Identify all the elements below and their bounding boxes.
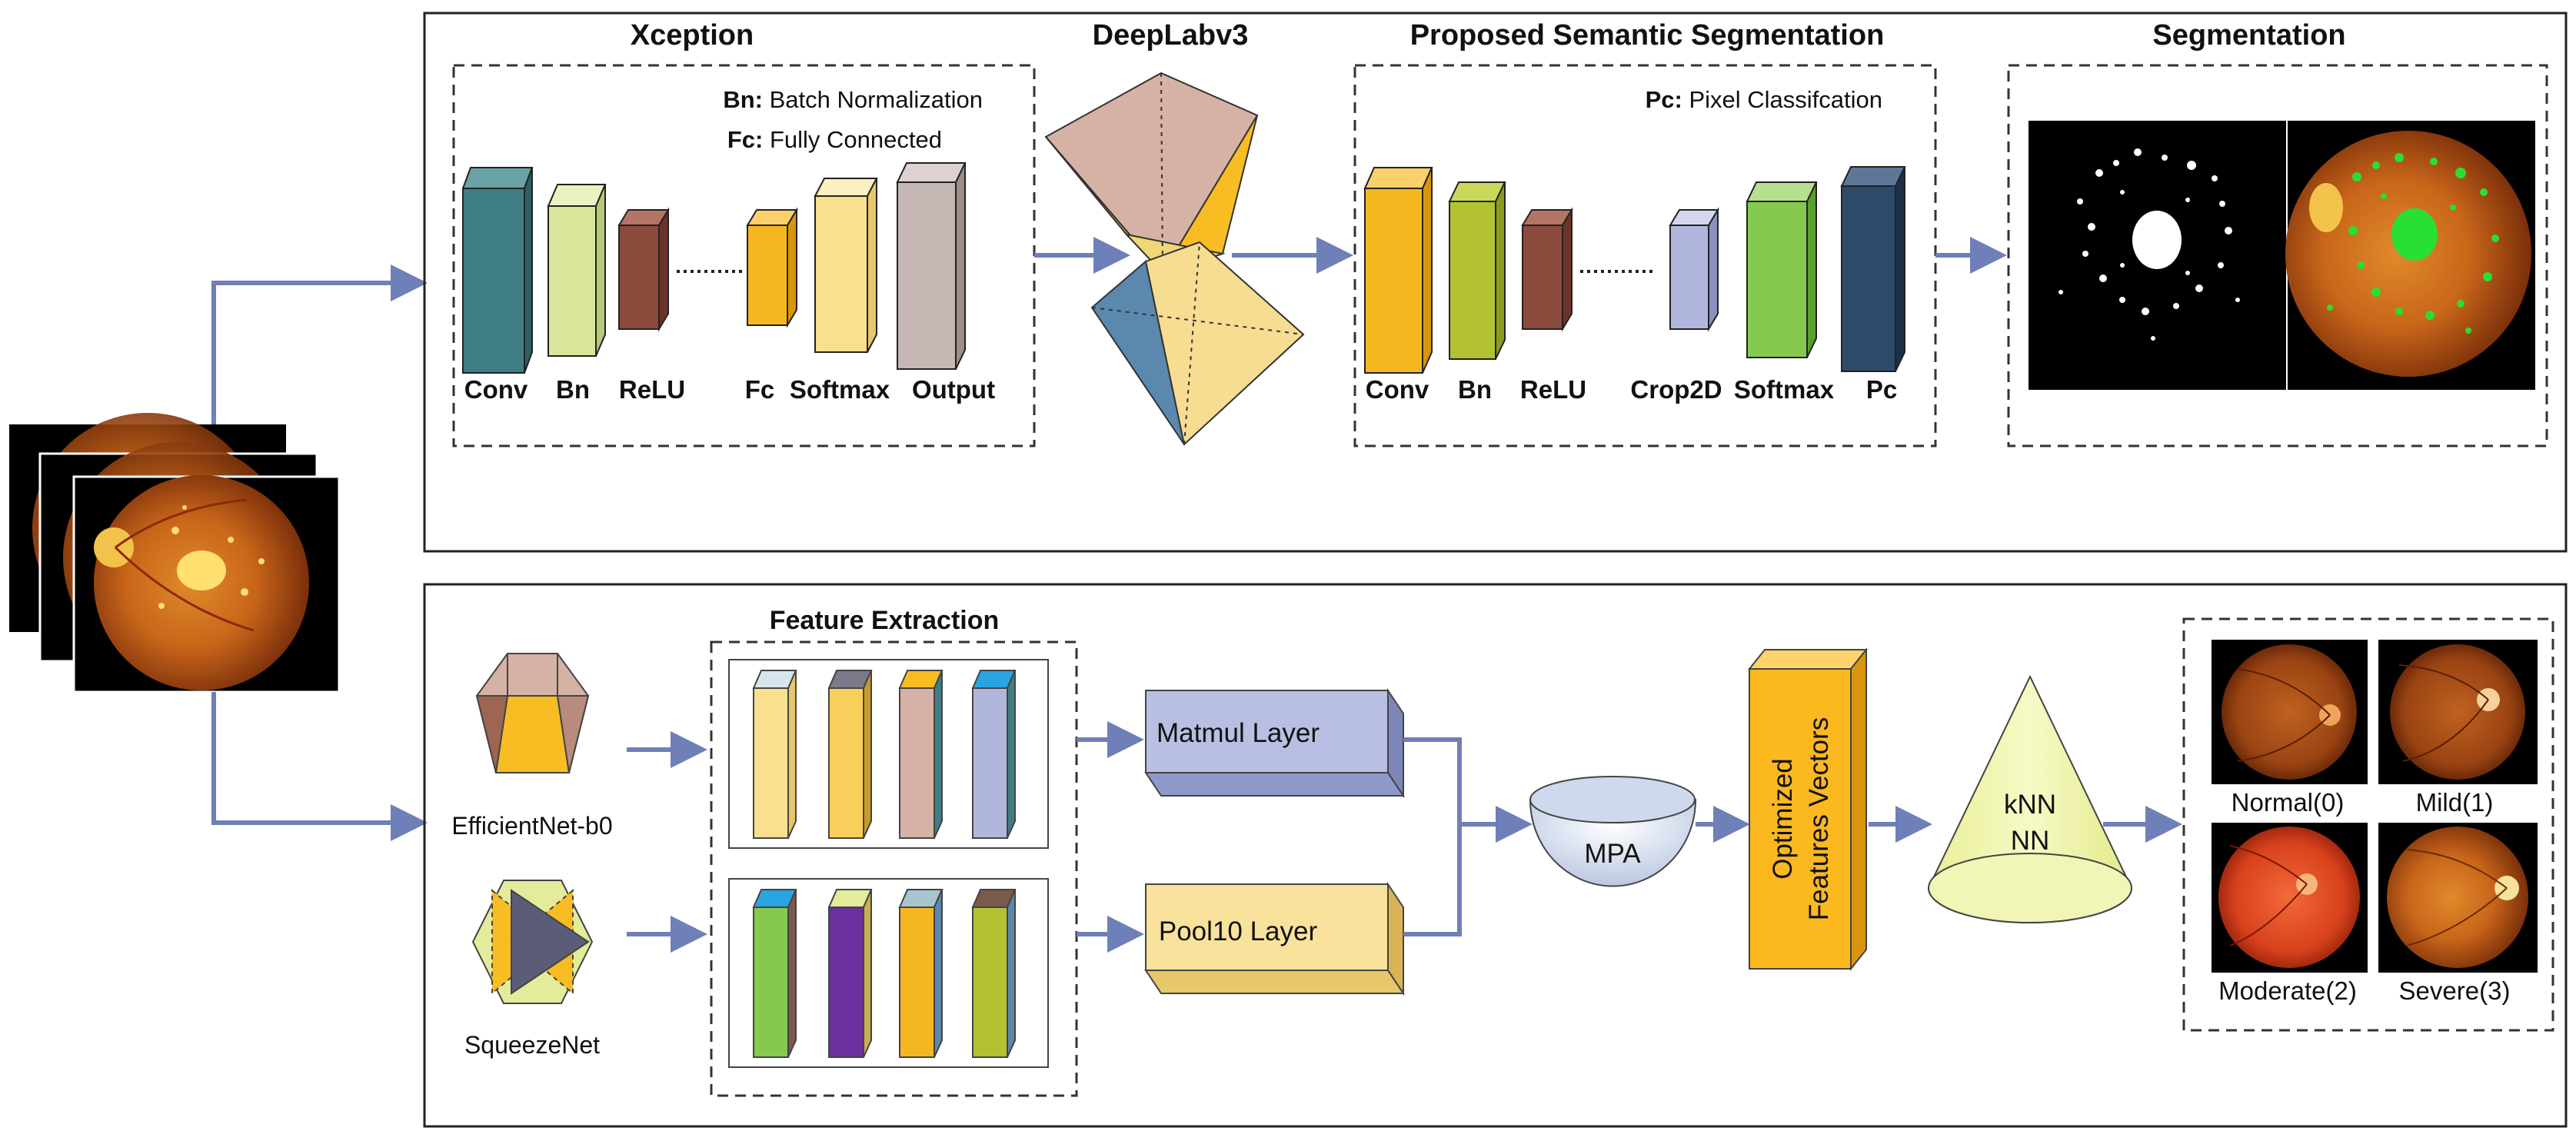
proposed-title: Proposed Semantic Segmentation xyxy=(1410,19,1885,52)
feature-extraction-title: Feature Extraction xyxy=(770,606,1000,635)
xception-layer-fc: Fc xyxy=(745,375,775,404)
proposed-layer-pc: Pc xyxy=(1866,375,1897,404)
classifier-label-nn: NN xyxy=(2011,826,2050,856)
matmul-layer-label: Matmul Layer xyxy=(1157,718,1320,748)
proposed-legend-abbr: Pc: xyxy=(1646,86,1682,113)
squeezenet-shape: SqueezeNet xyxy=(464,880,600,1059)
deeplab-block: DeepLabv3 xyxy=(1044,19,1305,446)
xception-layer-output: Output xyxy=(912,375,995,404)
proposed-layer-bn: Bn xyxy=(1458,375,1492,404)
efficientnet-shape: EfficientNet-b0 xyxy=(451,653,613,840)
optimized-features-line-2: Features Vectors xyxy=(1804,717,1834,921)
connector-merge xyxy=(1403,737,1462,936)
input-fundus-stack xyxy=(9,413,341,694)
efficientnet-label: EfficientNet-b0 xyxy=(451,812,612,840)
xception-layer-softmax: Softmax xyxy=(790,375,890,404)
xception-legend-text-2: Fully Connected xyxy=(770,126,942,153)
svg-text:Pc: Pixel Classifcation: Pc: Pixel Classifcation xyxy=(1646,86,1882,113)
proposed-legend-text: Pixel Classifcation xyxy=(1689,86,1882,113)
xception-layer-conv: Conv xyxy=(464,375,528,404)
pool10-layer-box: Pool10 Layer xyxy=(1144,881,1405,996)
mpa-bowl: MPA xyxy=(1529,776,1697,887)
xception-title: Xception xyxy=(631,19,754,52)
optimized-features-line-1: Optimized xyxy=(1768,758,1798,880)
bottom-panel xyxy=(423,583,2568,1128)
classifier-label-knn: kNN xyxy=(2004,790,2056,820)
matmul-layer-box: Matmul Layer xyxy=(1144,687,1405,799)
xception-layer-relu: ReLU xyxy=(619,375,685,404)
proposed-segmentation-block: Proposed Semantic Segmentation Pc: Pixel… xyxy=(1353,19,1937,447)
class-label-mild: Mild(1) xyxy=(2416,788,2494,817)
feature-extraction-block: Feature Extraction xyxy=(710,606,1078,1097)
class-label-moderate: Moderate(2) xyxy=(2218,976,2357,1005)
squeezenet-label: SqueezeNet xyxy=(464,1031,600,1059)
input-connectors xyxy=(211,264,428,841)
xception-legend-abbr-1: Bn: xyxy=(723,86,763,113)
svg-text:Fc: Fully Connected: Fc: Fully Connected xyxy=(727,126,942,153)
xception-layer-bn: Bn xyxy=(556,375,590,404)
pool10-layer-label: Pool10 Layer xyxy=(1159,916,1318,946)
proposed-layer-relu: ReLU xyxy=(1520,375,1586,404)
top-panel xyxy=(423,12,2568,553)
svg-text:Bn: Batch Normalization: Bn: Batch Normalization xyxy=(723,86,983,113)
xception-legend-abbr-2: Fc: xyxy=(727,126,764,153)
classifier-cone: kNN NN xyxy=(1927,674,2133,923)
xception-block: Xception Bn: Batch Normalization Fc: Ful… xyxy=(452,19,1036,447)
output-classes-block: Normal(0) Mild(1) Moderate(2) Severe(3) xyxy=(2182,617,2554,1032)
segmentation-block: Segmentation xyxy=(2007,19,2548,447)
proposed-layer-softmax: Softmax xyxy=(1734,375,1835,404)
optimized-features-box: Optimized Features Vectors xyxy=(1747,647,1869,971)
class-label-severe: Severe(3) xyxy=(2399,976,2511,1005)
xception-legend-text-1: Batch Normalization xyxy=(770,86,983,113)
proposed-layer-conv: Conv xyxy=(1366,375,1429,404)
proposed-layer-crop2d: Crop2D xyxy=(1630,375,1722,404)
segmentation-title: Segmentation xyxy=(2152,19,2345,52)
deeplab-title: DeepLabv3 xyxy=(1093,19,1249,52)
mpa-label: MPA xyxy=(1584,839,1641,869)
class-label-normal: Normal(0) xyxy=(2232,788,2345,817)
